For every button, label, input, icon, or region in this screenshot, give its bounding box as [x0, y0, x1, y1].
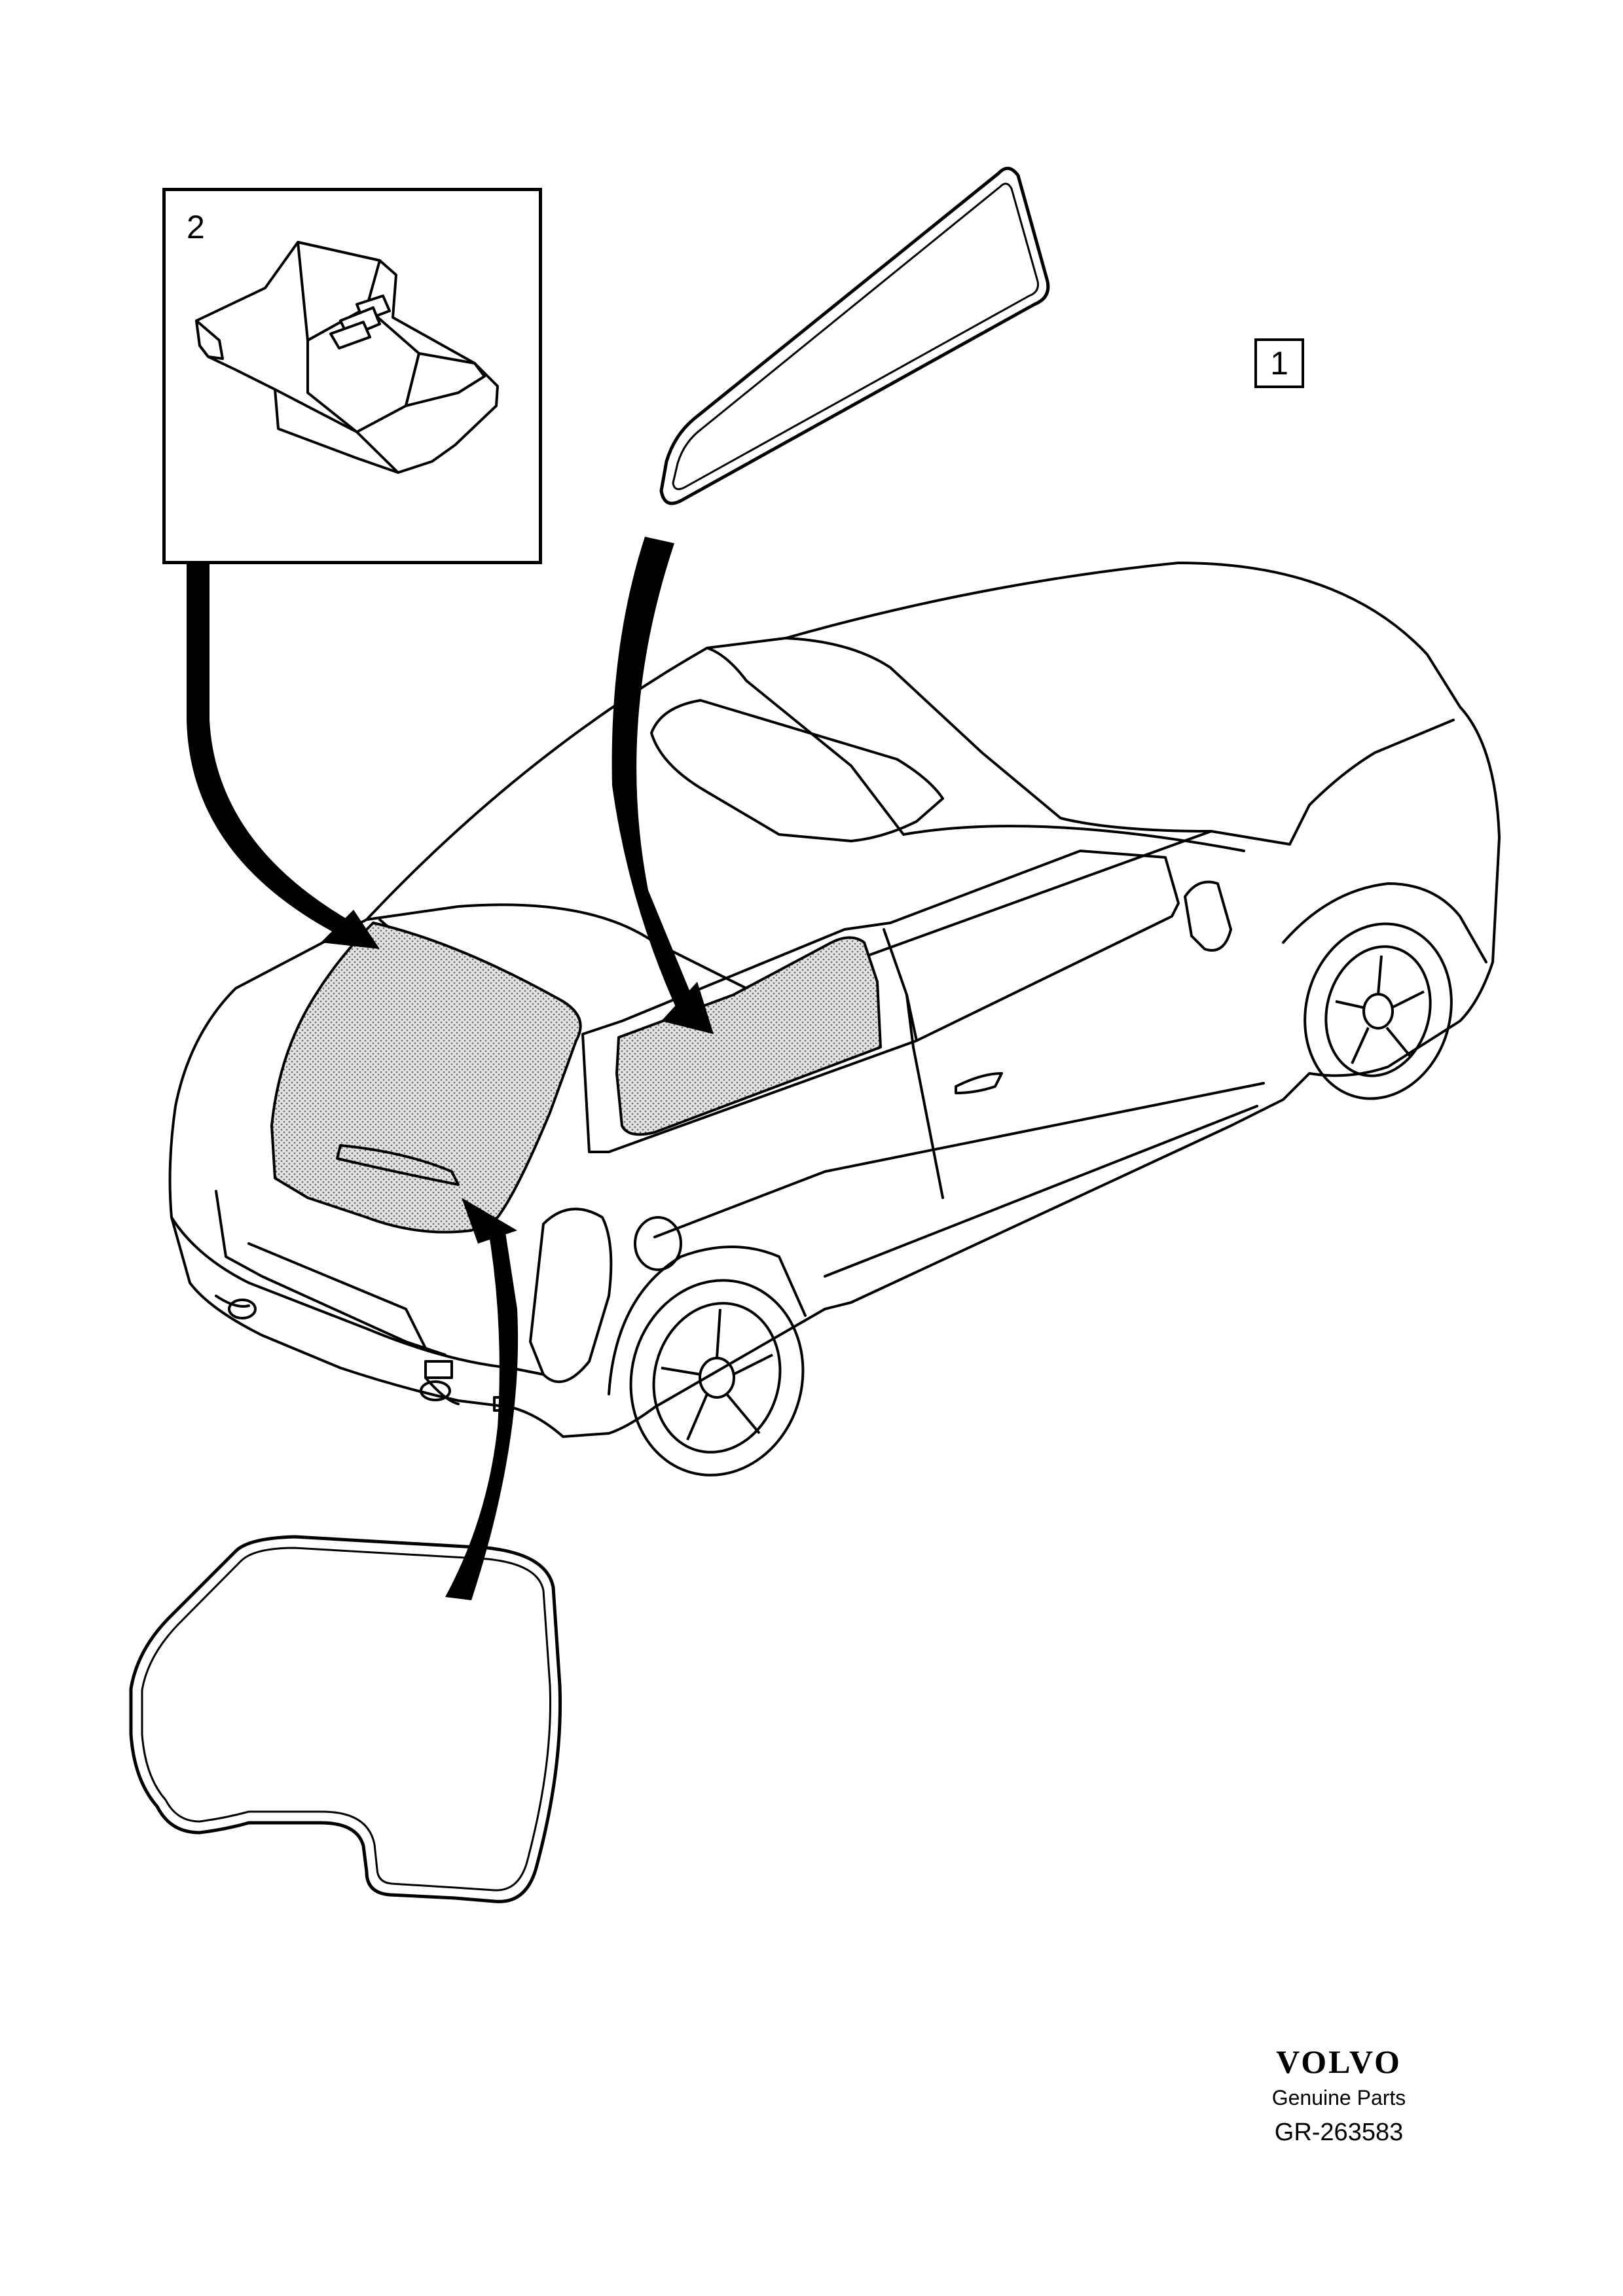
- reference-number-box: 1: [1254, 338, 1304, 388]
- reference-number-label: 1: [1270, 345, 1288, 382]
- brand-block: VOLVO Genuine Parts GR-263583: [1231, 2045, 1447, 2145]
- pointer-arrows: [187, 537, 714, 1600]
- brand-subtitle: Genuine Parts: [1271, 2086, 1406, 2109]
- front-wheel: [1304, 922, 1453, 1100]
- rear-wheel: [629, 1279, 805, 1477]
- clip-icon: [195, 241, 499, 474]
- car-illustration: [168, 562, 1501, 1438]
- inset-number-label: 2: [187, 209, 205, 245]
- rear-window-glass-installed: [270, 922, 582, 1234]
- inset-detail-box: [162, 188, 542, 564]
- diagram-reference: GR-263583: [1274, 2119, 1404, 2146]
- quarter-window-icon: [659, 166, 1050, 505]
- quarter-window-glass-installed: [615, 936, 882, 1136]
- rear-window-icon: [129, 1535, 562, 1903]
- volvo-logo: VOLVO: [1276, 2043, 1402, 2080]
